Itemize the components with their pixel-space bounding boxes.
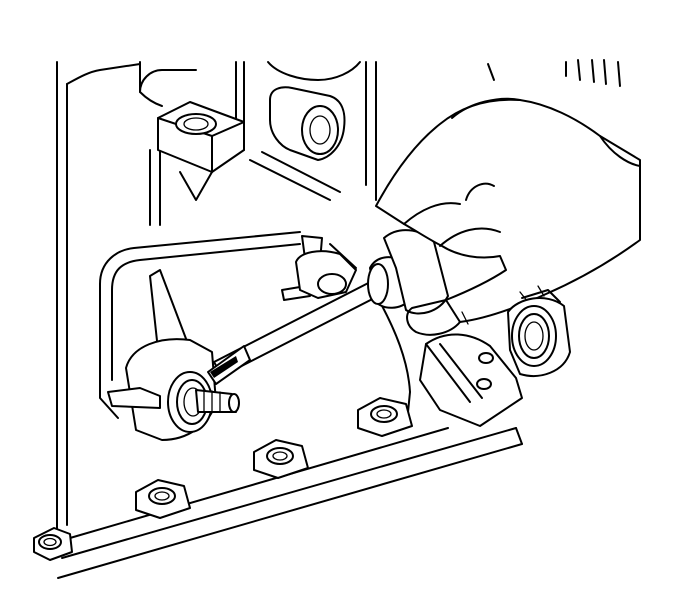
left-fitting-assembly [107, 269, 240, 441]
hand [375, 59, 641, 336]
threaded-stud [195, 389, 240, 413]
middle-fitting [281, 235, 357, 301]
flange-bolt-boss-corner [33, 527, 73, 561]
flange-bolt-boss-3 [357, 397, 413, 437]
tool-handle [367, 229, 449, 315]
flange-bolt-boss-2 [253, 439, 309, 479]
tool-shaft [207, 275, 391, 385]
housing-body [56, 61, 411, 536]
right-bracket [419, 289, 571, 427]
flange-bolt-boss-1 [135, 479, 191, 519]
upper-mounting-boss [139, 69, 245, 201]
cylindrical-boss [269, 86, 346, 161]
lower-flange [33, 397, 523, 579]
